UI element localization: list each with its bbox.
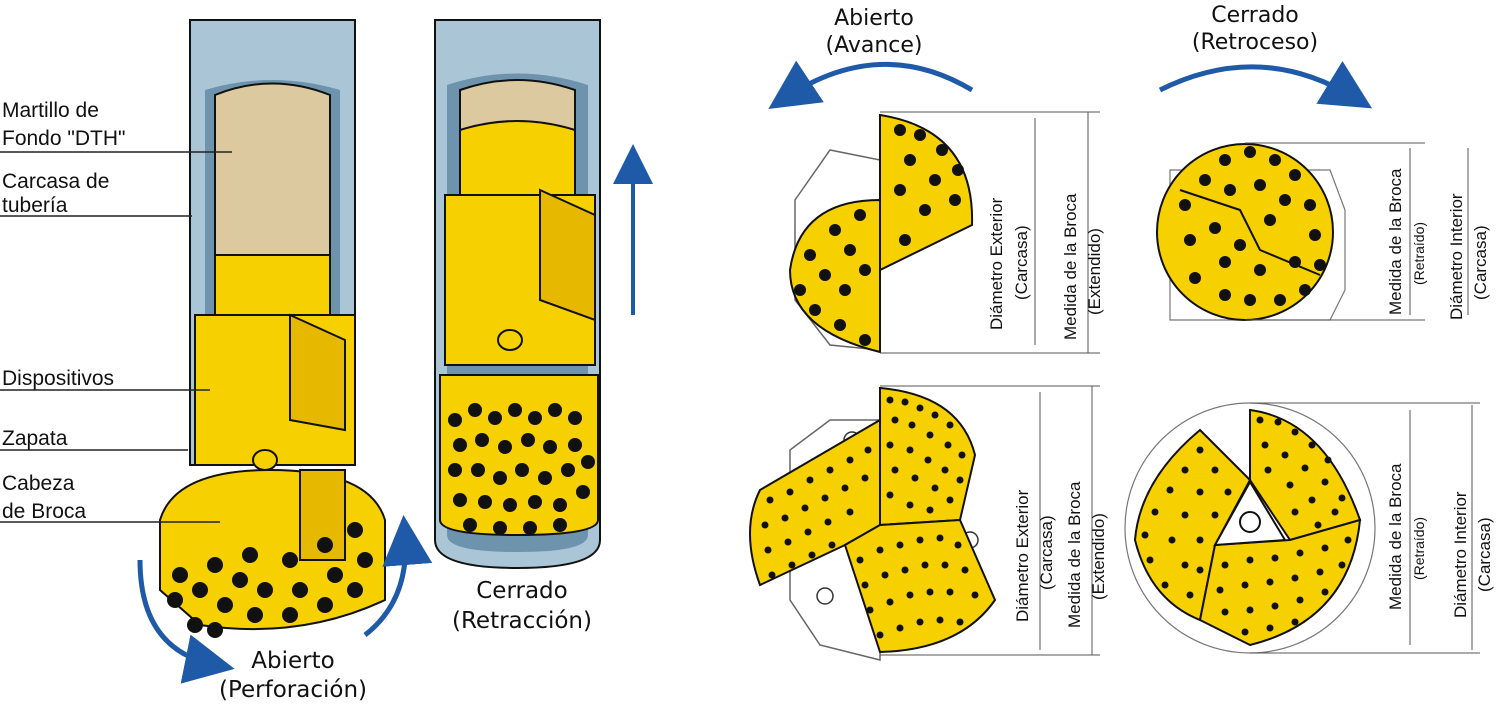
label-casing-line1: Carcasa de: [2, 170, 109, 193]
caption-drill-open-line1: Abierto: [251, 648, 334, 674]
rotation-arrow-advance: [768, 60, 974, 110]
rotation-arrow-retract: [1158, 61, 1373, 109]
caption-drill-open-line2: (Perforación): [219, 677, 367, 703]
bit-face-open-large: [749, 385, 1100, 661]
dim-label-closed-large: Medida de la Broca (Retraído) Diámetro I…: [1386, 463, 1494, 618]
label-head-line1: Cabeza: [2, 472, 75, 495]
bit-face-closed-large: [1124, 402, 1480, 654]
dim-extended-1: (Extendido): [1085, 228, 1104, 315]
caption-top-open-line2: (Avance): [825, 33, 922, 58]
dim-outer-diameter-1: Diámetro Exterior: [987, 197, 1006, 330]
caption-drill-closed-line1: Cerrado: [476, 578, 567, 604]
dim-casing-3: (Carcasa): [1037, 515, 1056, 590]
dim-retracted-4: (Retraído): [1411, 517, 1427, 580]
dim-inner-diameter-2: Diámetro Interior: [1447, 193, 1466, 320]
dim-casing-2: (Carcasa): [1471, 225, 1490, 300]
dim-bit-size-4: Medida de la Broca: [1386, 463, 1405, 610]
dim-label-open-large: Diámetro Exterior (Carcasa) Medida de la…: [1013, 481, 1108, 628]
dim-extended-3: (Extendido): [1089, 513, 1108, 600]
dim-bit-size-2: Medida de la Broca: [1386, 168, 1405, 315]
dim-bit-size-1: Medida de la Broca: [1061, 193, 1080, 340]
dim-inner-diameter-4: Diámetro Interior: [1451, 491, 1470, 618]
caption-top-closed-line2: (Retroceso): [1192, 30, 1318, 55]
caption-top-open-line1: Abierto: [834, 6, 914, 31]
dim-retracted-2: (Retraído): [1411, 222, 1427, 285]
dim-casing-4: (Carcasa): [1475, 517, 1494, 592]
dim-label-open-small: Diámetro Exterior (Carcasa) Medida de la…: [987, 193, 1104, 340]
label-hammer-line2: Fondo "DTH": [2, 127, 125, 150]
drill-closed-buttons: [448, 403, 595, 535]
dim-casing-1: (Carcasa): [1012, 225, 1031, 300]
label-head-line2: de Broca: [2, 500, 86, 523]
bit-face-closed-small: [1156, 142, 1469, 321]
bit-face-open-small: [788, 111, 1100, 354]
dim-outer-diameter-3: Diámetro Exterior: [1013, 489, 1032, 622]
drill-open-buttons: [167, 522, 373, 638]
label-casing-line2: tubería: [2, 194, 68, 217]
caption-top-closed-line1: Cerrado: [1211, 3, 1299, 28]
drill-tool-closed: [434, 19, 653, 570]
label-devices: Dispositivos: [2, 367, 114, 390]
label-hammer-line1: Martillo de: [2, 99, 99, 122]
dim-bit-size-3: Medida de la Broca: [1065, 481, 1084, 628]
caption-drill-closed-line2: (Retracción): [452, 608, 592, 634]
label-shoe: Zapata: [2, 427, 68, 450]
drill-tool-open: [137, 19, 433, 684]
dim-label-closed-small: Medida de la Broca (Retraído) Diámetro I…: [1386, 168, 1490, 320]
leader-lines: [0, 151, 232, 523]
